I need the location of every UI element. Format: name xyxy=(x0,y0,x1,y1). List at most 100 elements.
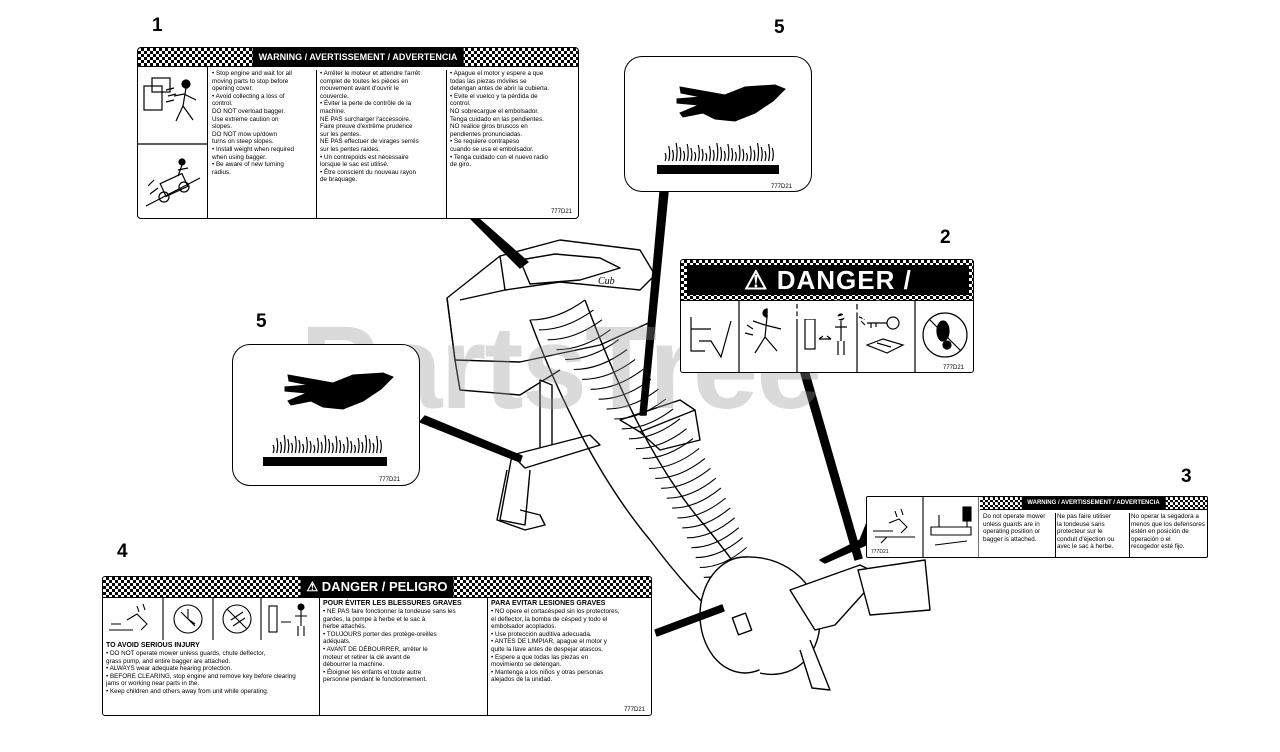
decal-3-banner: WARNING / AVERTISSEMENT / ADVERTENCIA xyxy=(1021,497,1166,509)
label-text-line: when using bagger. xyxy=(212,153,267,161)
blade-stroke xyxy=(361,441,364,454)
label-text-line: • Tenga cuidado con el nuevo radio xyxy=(450,153,549,161)
label-text-line: cuando se usa el embolsador. xyxy=(450,145,534,153)
blade-stroke xyxy=(745,152,748,162)
svg-text:Cub: Cub xyxy=(598,276,615,287)
blade-stroke xyxy=(327,438,331,454)
blower-housing xyxy=(699,556,931,691)
hose-ring xyxy=(666,477,717,499)
hose-ring xyxy=(538,309,594,331)
blade-stroke xyxy=(664,152,667,162)
hose-ring xyxy=(642,438,694,460)
label-text-line: alejados de la unidad. xyxy=(491,676,553,684)
decal-3-pictograms: 777D21 xyxy=(871,497,979,557)
label-text-line: personne pendant le fonctionnement. xyxy=(323,676,427,684)
label-text-line: menos que los defensores xyxy=(1131,520,1205,528)
callout-3: 3 xyxy=(1181,466,1192,487)
label-text-line: DO NOT mow up/down xyxy=(212,130,277,138)
blade-stroke xyxy=(760,146,763,162)
hose-ring xyxy=(682,507,731,529)
hose-ring xyxy=(635,428,687,450)
blade-stroke xyxy=(372,442,375,454)
leader-lines xyxy=(419,191,875,637)
label-text-line: • NE PAS faire fonctionner la tondeuse s… xyxy=(323,608,456,615)
label-text-line: • Keep children and others away from uni… xyxy=(106,687,269,695)
blade-stroke xyxy=(705,152,708,162)
decal-1-warning-label: WARNING / AVERTISSEMENT / ADVERTENCIA • … xyxy=(137,47,579,219)
blade-stroke xyxy=(364,434,368,454)
decal-4-english-column: TO AVOID SERIOUS INJURY • DO NOT operate… xyxy=(106,641,318,715)
label-text-line: lorsque le sac est utilisé. xyxy=(320,161,389,169)
callout-4: 4 xyxy=(117,541,128,562)
label-text-line: opening cover. xyxy=(212,85,253,93)
label-text-line: NE PAS effectuer de virages serrés xyxy=(320,138,419,146)
blade-stroke xyxy=(716,142,719,162)
blade-stroke xyxy=(697,144,700,162)
blade-stroke xyxy=(324,434,327,454)
blade-stroke xyxy=(298,439,301,454)
label-text-line: detengan antes de abrir la cubierta. xyxy=(450,85,550,93)
decal-5-top-code: 777D21 xyxy=(771,184,793,190)
label-text-line: • Use protección auditiva adecuada. xyxy=(491,630,592,638)
label-text-line: complet de toutes les pièces en xyxy=(320,77,409,85)
decal-4-french-heading: POUR ÉVITER LES BLESSURES GRAVES xyxy=(323,600,462,607)
blade-stroke xyxy=(734,151,737,162)
blade-stroke xyxy=(357,437,360,454)
hose-ring xyxy=(695,537,744,559)
blade-stroke xyxy=(290,442,294,454)
decal-3-warning-label: 777D21 WARNING / AVERTISSEMENT / ADVERTE… xyxy=(866,496,1208,558)
hose-ring xyxy=(628,418,681,440)
label-text-line: operating position or xyxy=(983,528,1041,536)
blade-stroke xyxy=(727,143,730,162)
label-text-line: • Éviter la perte de contrôle de la xyxy=(320,100,412,108)
label-text-line: adéquats. xyxy=(323,638,351,646)
label-text-line: estén en posición de xyxy=(1131,528,1189,536)
blade-stroke xyxy=(302,443,305,454)
label-text-line: control. xyxy=(450,100,471,108)
label-text-line: slopes. xyxy=(212,123,232,131)
warning-triangle-icon: ⚠ xyxy=(306,579,322,594)
label-text-line: • Être conscient du nouveau rayon xyxy=(320,168,417,176)
decal-5-top-hand-hazard-label: 777D21 xyxy=(624,56,812,192)
label-text-line: Ne pas faire utiliser xyxy=(1057,513,1111,520)
decal-5-left-code: 777D21 xyxy=(379,477,401,483)
label-text-line: sur les pentes raides. xyxy=(320,145,380,153)
blade-stroke xyxy=(668,145,671,162)
decal-5-left-hand-hazard-label: 777D21 xyxy=(232,344,420,486)
callout-2: 2 xyxy=(940,227,951,248)
label-text-line: Do not operate mower xyxy=(983,513,1046,520)
blade-stroke xyxy=(731,147,734,162)
label-text-line: Faire preuve d'extrême prudence xyxy=(320,123,413,131)
label-text-line: mouvement avant d'ouvrir le xyxy=(320,85,399,93)
blade-stroke xyxy=(742,148,745,162)
blade-stroke xyxy=(682,150,686,162)
hose-ring xyxy=(529,299,586,321)
blade-stroke xyxy=(694,151,697,162)
blade-stroke xyxy=(686,143,689,162)
decal-2-part-code: 777D21 xyxy=(943,365,965,371)
hose-ring xyxy=(573,349,628,371)
blade-stroke xyxy=(690,147,693,162)
hand-blade-hazard-icon: 777D21 xyxy=(263,372,401,483)
label-text-line: • BEFORE CLEARING, stop engine and remov… xyxy=(106,672,296,680)
hose-ring xyxy=(661,467,711,489)
blade-stroke xyxy=(675,142,678,162)
label-text-line: couvercle. xyxy=(320,92,349,100)
decal-4-english-heading: TO AVOID SERIOUS INJURY xyxy=(106,642,200,649)
label-text-line: turns on steep slopes. xyxy=(212,138,274,146)
hose-ring xyxy=(547,319,603,341)
blade-stroke xyxy=(771,147,774,162)
blade-stroke xyxy=(753,149,756,162)
label-text-line: No operar la segadora a xyxy=(1131,513,1199,520)
label-text-line: todas las piezas móviles se xyxy=(450,77,527,85)
blade-stroke xyxy=(346,436,349,454)
label-text-line: • Apague el motor y espere a que xyxy=(450,70,544,77)
callout-5-top: 5 xyxy=(774,17,785,38)
hose-ring xyxy=(677,497,727,519)
warning-triangle-icon: ⚠ xyxy=(744,265,769,295)
label-text-line: NE PAS surcharger l'accessoire. xyxy=(320,115,411,123)
blade-stroke xyxy=(350,440,353,454)
